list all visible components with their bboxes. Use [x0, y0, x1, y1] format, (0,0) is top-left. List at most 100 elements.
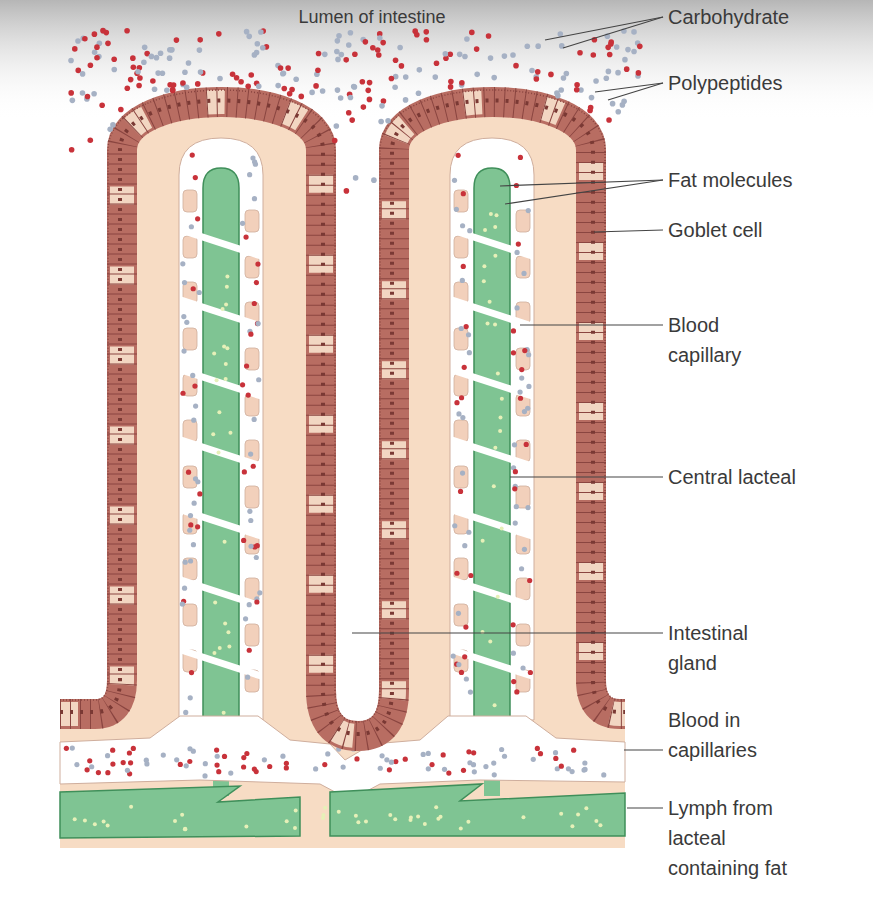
blood-particle	[462, 365, 467, 370]
nutrient-particle	[363, 39, 369, 45]
cell-island	[516, 256, 530, 278]
nutrient-particle	[423, 29, 429, 35]
nutrient-particle	[380, 40, 386, 46]
blood-particle	[526, 352, 531, 357]
nutrient-particle	[131, 64, 137, 70]
fat-droplet	[521, 815, 525, 819]
nutrient-particle	[636, 70, 642, 76]
callout-label: Lymph from lacteal containing fat	[668, 793, 810, 883]
nutrient-particles	[68, 28, 642, 194]
blood-particle	[458, 489, 463, 494]
blood-particle	[243, 235, 248, 240]
blood-particle	[254, 280, 259, 285]
nutrient-particle	[593, 78, 599, 84]
fat-droplet	[436, 817, 440, 821]
blood-particle	[472, 769, 477, 774]
fat-droplet	[73, 817, 77, 821]
fat-droplet	[321, 816, 325, 820]
blood-particle	[483, 764, 488, 769]
fat-droplet	[228, 431, 232, 435]
nutrient-particle	[260, 45, 266, 51]
capillary-branch	[181, 510, 261, 536]
blood-particle	[110, 761, 115, 766]
blood-particle	[197, 290, 202, 295]
nutrient-particle	[171, 82, 177, 88]
nutrient-particle	[217, 76, 223, 82]
fat-droplet	[217, 450, 221, 454]
nutrient-particle	[335, 87, 341, 93]
leader-line	[505, 180, 663, 204]
cell-island	[454, 328, 468, 350]
nutrient-particle	[75, 68, 81, 74]
nutrient-particle	[424, 37, 430, 43]
fat-droplet	[106, 823, 110, 827]
blood-particle	[262, 757, 267, 762]
blood-particle	[531, 757, 536, 762]
blood-particle	[183, 710, 188, 715]
fat-droplet	[488, 640, 492, 644]
cell-island	[454, 236, 468, 258]
nutrient-particle	[100, 28, 106, 34]
blood-particle	[182, 280, 187, 285]
callout-label: Blood capillary	[668, 310, 778, 370]
blood-particle	[464, 676, 469, 681]
cell-island	[183, 558, 197, 580]
blood-particle	[228, 770, 233, 775]
nutrient-particle	[608, 39, 614, 45]
blood-particle	[459, 395, 464, 400]
blood-particle	[513, 469, 518, 474]
blood-particle	[252, 196, 257, 201]
nutrient-particle	[334, 123, 340, 129]
callout-label: Carbohydrate	[668, 2, 858, 32]
nutrient-particle	[622, 57, 628, 63]
blood-particle	[446, 770, 451, 775]
blood-particle	[387, 767, 392, 772]
fat-droplet	[493, 225, 497, 229]
blood-particle	[459, 326, 464, 331]
nutrient-particle	[248, 72, 254, 78]
blood-particle	[393, 759, 398, 764]
nutrient-particle	[135, 69, 141, 75]
blood-particle	[257, 590, 262, 595]
blood-particle	[188, 522, 193, 527]
blood-particle	[527, 578, 532, 583]
blood-particle	[252, 301, 257, 306]
blood-particle	[255, 261, 260, 266]
nutrient-particle	[432, 74, 438, 80]
fat-droplet	[498, 429, 502, 433]
nutrient-particle	[137, 75, 143, 81]
fat-droplet	[212, 351, 216, 355]
leader-lines	[352, 17, 663, 808]
nutrient-particle	[607, 52, 613, 58]
capillary-branch	[181, 300, 261, 326]
fat-droplet	[294, 809, 298, 813]
capillary-network	[179, 138, 534, 796]
blood-particle	[105, 770, 110, 775]
nutrient-particle	[590, 52, 596, 58]
blood-particle	[191, 749, 196, 754]
blood-particle	[247, 602, 252, 607]
blood-particle	[463, 625, 468, 630]
fat-droplet	[486, 321, 490, 325]
nutrient-particle	[195, 81, 201, 87]
nutrient-particle	[502, 53, 508, 59]
blood-particle	[471, 750, 476, 755]
nutrient-particle	[256, 83, 262, 89]
blood-particle	[384, 757, 389, 762]
capillary-branch	[452, 230, 532, 256]
blood-particle	[354, 756, 359, 761]
cell-island	[516, 486, 530, 508]
blood-particle	[244, 363, 249, 368]
cell-island	[183, 328, 197, 350]
nutrient-particle	[154, 55, 160, 61]
blood-particle	[492, 772, 497, 777]
callout-label: Intestinal gland	[668, 618, 788, 678]
fat-droplet	[285, 819, 289, 823]
blood-particle	[128, 760, 133, 765]
nutrient-particle	[246, 34, 252, 40]
nutrient-particle	[448, 79, 454, 85]
blood-particle	[513, 520, 518, 525]
blood-particle	[105, 753, 110, 758]
fat-droplet	[489, 212, 493, 216]
blood-particle	[193, 403, 198, 408]
